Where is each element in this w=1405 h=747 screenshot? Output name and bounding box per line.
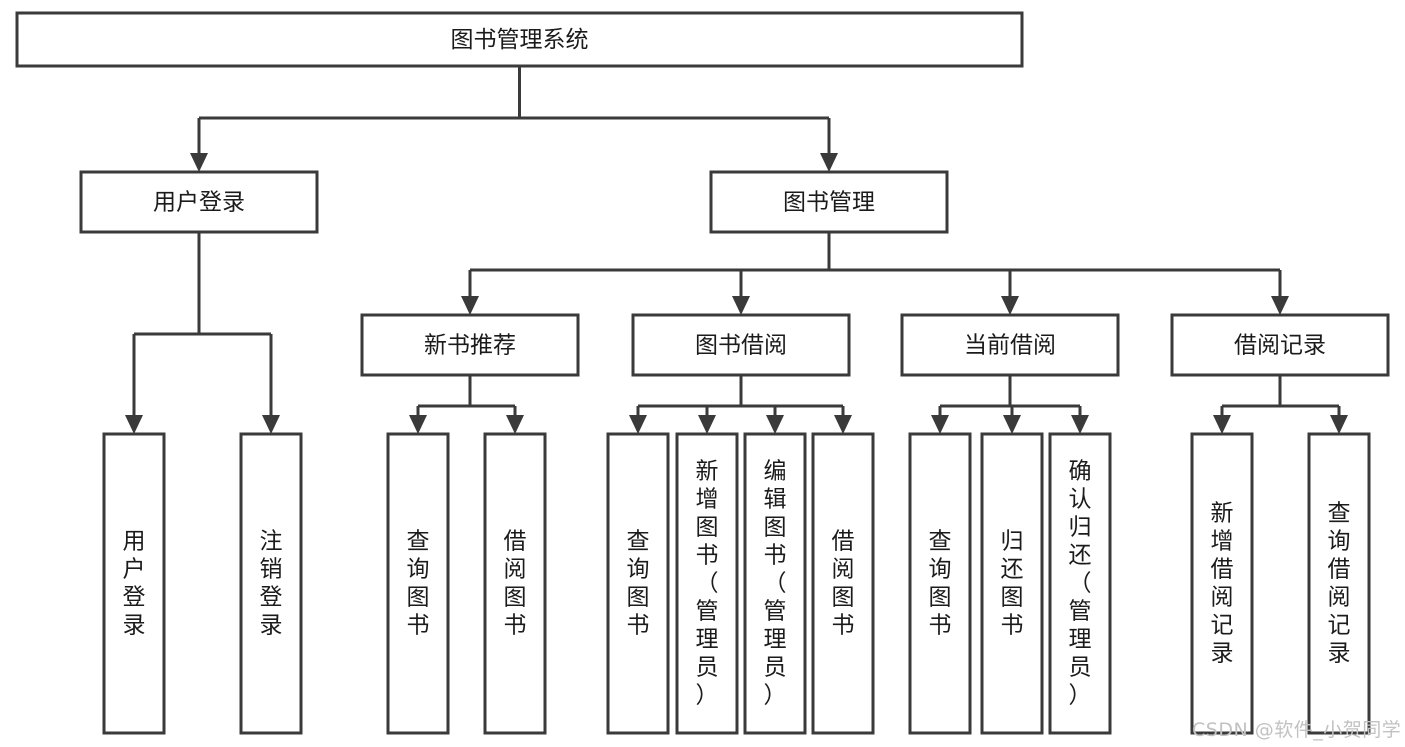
link-borrow-records-leaf-add-borrow-record-arrowhead (1213, 415, 1231, 434)
node-label-leaf-add-borrow-record: 新增借阅记录 (1211, 500, 1234, 666)
link-book-management-borrow-records-arrowhead (1271, 296, 1289, 315)
connector-layer (125, 66, 1348, 434)
link-borrow-records-leaf-query-borrow-record-arrowhead (1330, 415, 1348, 434)
node-leaf-confirm-return[interactable]: 确认归还（管理员） (1048, 432, 1112, 735)
node-label-leaf-query-borrow-record: 查询借阅记录 (1328, 500, 1351, 666)
node-box-leaf-query-book-borrow[interactable] (606, 432, 670, 735)
csdn-watermark: CSDN @软件_小贺同学 (1192, 719, 1402, 741)
node-book-management[interactable]: 图书管理 (709, 170, 949, 234)
link-book-management-current-borrow-arrowhead (1001, 296, 1019, 315)
node-box-leaf-edit-book[interactable] (743, 432, 807, 735)
node-label-book-borrow: 图书借阅 (695, 333, 787, 359)
node-leaf-add-borrow-record[interactable]: 新增借阅记录 (1190, 432, 1254, 735)
node-leaf-query-book-borrow[interactable]: 查询图书 (606, 432, 670, 735)
node-label-leaf-user-login: 用户登录 (123, 528, 146, 638)
node-leaf-return-book[interactable]: 归还图书 (980, 432, 1044, 735)
node-label-leaf-query-book-recommend: 查询图书 (407, 528, 430, 638)
node-borrow-records[interactable]: 借阅记录 (1170, 313, 1390, 377)
link-user-login-leaf-user-login-arrowhead (125, 415, 143, 434)
node-label-leaf-edit-book: 编辑图书（管理员） (764, 458, 787, 708)
link-current-borrow-leaf-confirm-return-arrowhead (1071, 415, 1089, 434)
node-leaf-query-borrow-record[interactable]: 查询借阅记录 (1307, 432, 1371, 735)
node-leaf-borrow-book[interactable]: 借阅图书 (811, 432, 875, 735)
node-box-user-login[interactable] (79, 170, 319, 234)
node-layer: 图书管理系统用户登录图书管理新书推荐图书借阅当前借阅借阅记录用户登录注销登录查询… (15, 11, 1390, 735)
node-label-leaf-return-book: 归还图书 (1001, 528, 1024, 638)
node-user-login[interactable]: 用户登录 (79, 170, 319, 234)
node-label-leaf-borrow-book: 借阅图书 (832, 528, 855, 638)
node-box-leaf-return-book[interactable] (980, 432, 1044, 735)
node-label-root: 图书管理系统 (451, 27, 589, 53)
node-new-book-recommend[interactable]: 新书推荐 (360, 313, 580, 377)
node-label-current-borrow: 当前借阅 (964, 333, 1056, 359)
node-label-leaf-logout-login: 注销登录 (260, 528, 283, 638)
node-leaf-edit-book[interactable]: 编辑图书（管理员） (743, 432, 807, 735)
node-box-leaf-borrow-book-recommend[interactable] (483, 432, 547, 735)
node-box-leaf-query-book-recommend[interactable] (386, 432, 450, 735)
node-box-book-borrow[interactable] (631, 313, 851, 377)
node-label-user-login: 用户登录 (153, 190, 245, 216)
node-box-root[interactable] (15, 11, 1024, 68)
node-label-leaf-query-book-borrow: 查询图书 (627, 528, 650, 638)
node-box-leaf-add-book[interactable] (675, 432, 739, 735)
node-leaf-logout-login[interactable]: 注销登录 (239, 432, 303, 735)
node-label-book-management: 图书管理 (783, 190, 875, 216)
link-user-login-leaf-logout-login-arrowhead (262, 415, 280, 434)
link-new-book-recommend-leaf-borrow-book-recommend-arrowhead (506, 415, 524, 434)
link-book-borrow-leaf-add-book-arrowhead (698, 415, 716, 434)
node-book-borrow[interactable]: 图书借阅 (631, 313, 851, 377)
node-box-leaf-user-login[interactable] (102, 432, 166, 735)
node-box-current-borrow[interactable] (900, 313, 1120, 377)
node-box-leaf-query-borrow-record[interactable] (1307, 432, 1371, 735)
link-book-management-book-borrow-arrowhead (732, 296, 750, 315)
link-current-borrow-leaf-query-book-current-arrowhead (931, 415, 949, 434)
node-leaf-query-book-recommend[interactable]: 查询图书 (386, 432, 450, 735)
node-label-leaf-add-book: 新增图书（管理员） (696, 458, 719, 708)
node-label-borrow-records: 借阅记录 (1234, 333, 1326, 359)
link-root-user-login-arrowhead (190, 153, 208, 172)
link-root-book-management-arrowhead (820, 153, 838, 172)
node-label-new-book-recommend: 新书推荐 (424, 333, 516, 359)
node-leaf-user-login[interactable]: 用户登录 (102, 432, 166, 735)
node-label-leaf-borrow-book-recommend: 借阅图书 (504, 528, 527, 638)
node-box-new-book-recommend[interactable] (360, 313, 580, 377)
link-book-management-new-book-recommend-arrowhead (461, 296, 479, 315)
link-new-book-recommend-leaf-query-book-recommend-arrowhead (409, 415, 427, 434)
link-current-borrow-leaf-return-book-arrowhead (1003, 415, 1021, 434)
node-box-leaf-borrow-book[interactable] (811, 432, 875, 735)
node-current-borrow[interactable]: 当前借阅 (900, 313, 1120, 377)
link-book-borrow-leaf-edit-book-arrowhead (766, 415, 784, 434)
node-box-book-management[interactable] (709, 170, 949, 234)
node-box-borrow-records[interactable] (1170, 313, 1390, 377)
node-label-leaf-confirm-return: 确认归还（管理员） (1069, 458, 1092, 708)
node-root[interactable]: 图书管理系统 (15, 11, 1024, 68)
node-box-leaf-add-borrow-record[interactable] (1190, 432, 1254, 735)
link-book-borrow-leaf-query-book-borrow-arrowhead (629, 415, 647, 434)
node-leaf-add-book[interactable]: 新增图书（管理员） (675, 432, 739, 735)
node-box-leaf-logout-login[interactable] (239, 432, 303, 735)
node-leaf-borrow-book-recommend[interactable]: 借阅图书 (483, 432, 547, 735)
node-box-leaf-confirm-return[interactable] (1048, 432, 1112, 735)
link-book-borrow-leaf-borrow-book-arrowhead (834, 415, 852, 434)
node-leaf-query-book-current[interactable]: 查询图书 (908, 432, 972, 735)
node-box-leaf-query-book-current[interactable] (908, 432, 972, 735)
node-label-leaf-query-book-current: 查询图书 (929, 528, 952, 638)
